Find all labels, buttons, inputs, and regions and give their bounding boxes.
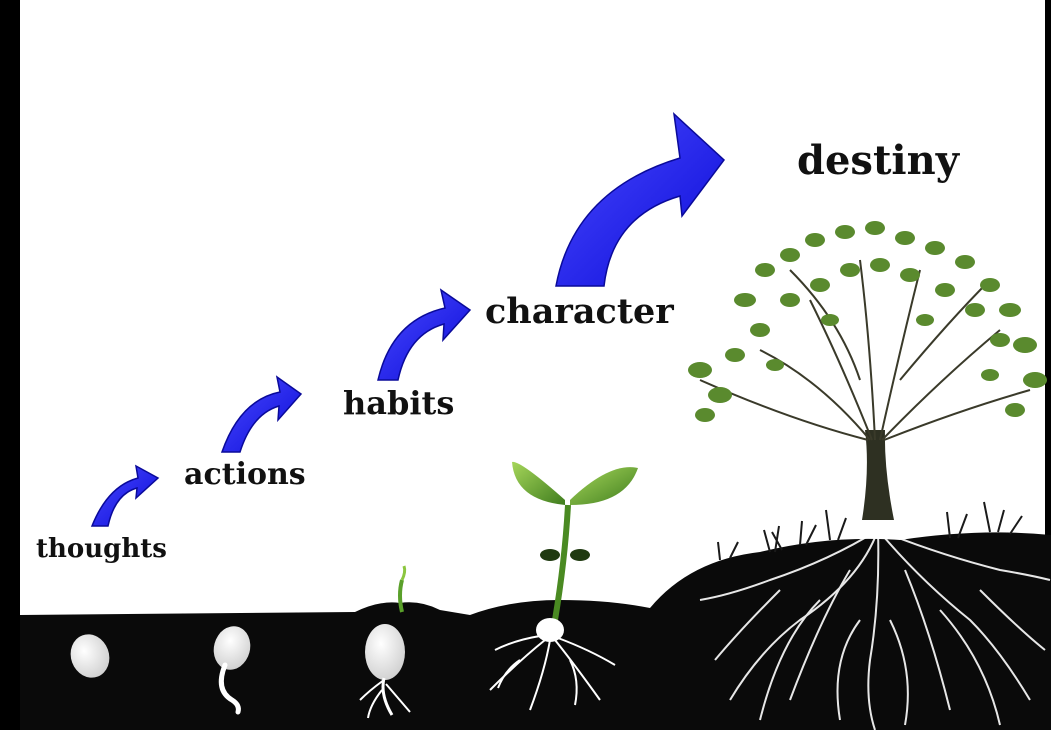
tree-icon (688, 221, 1051, 730)
arrow-4 (555, 112, 726, 287)
tree-roots (699, 529, 1051, 730)
sprouting-seed-icon (213, 626, 251, 715)
seedling-icon (489, 461, 638, 711)
grass-tufts (717, 501, 1023, 561)
tree-leaves (688, 221, 1047, 422)
label-destiny: destiny (797, 137, 959, 184)
label-actions: actions (184, 457, 306, 492)
label-thoughts: thoughts (36, 534, 167, 564)
growth-arrow-icon (90, 112, 726, 527)
label-habits: habits (343, 384, 455, 422)
bulb-sprout-icon (359, 565, 411, 719)
label-character: character (485, 291, 674, 332)
arrow-2 (220, 375, 303, 453)
seed-icon (70, 634, 110, 678)
arrow-3 (377, 288, 472, 381)
arrow-1 (90, 464, 160, 527)
soil-ground (20, 532, 1051, 730)
